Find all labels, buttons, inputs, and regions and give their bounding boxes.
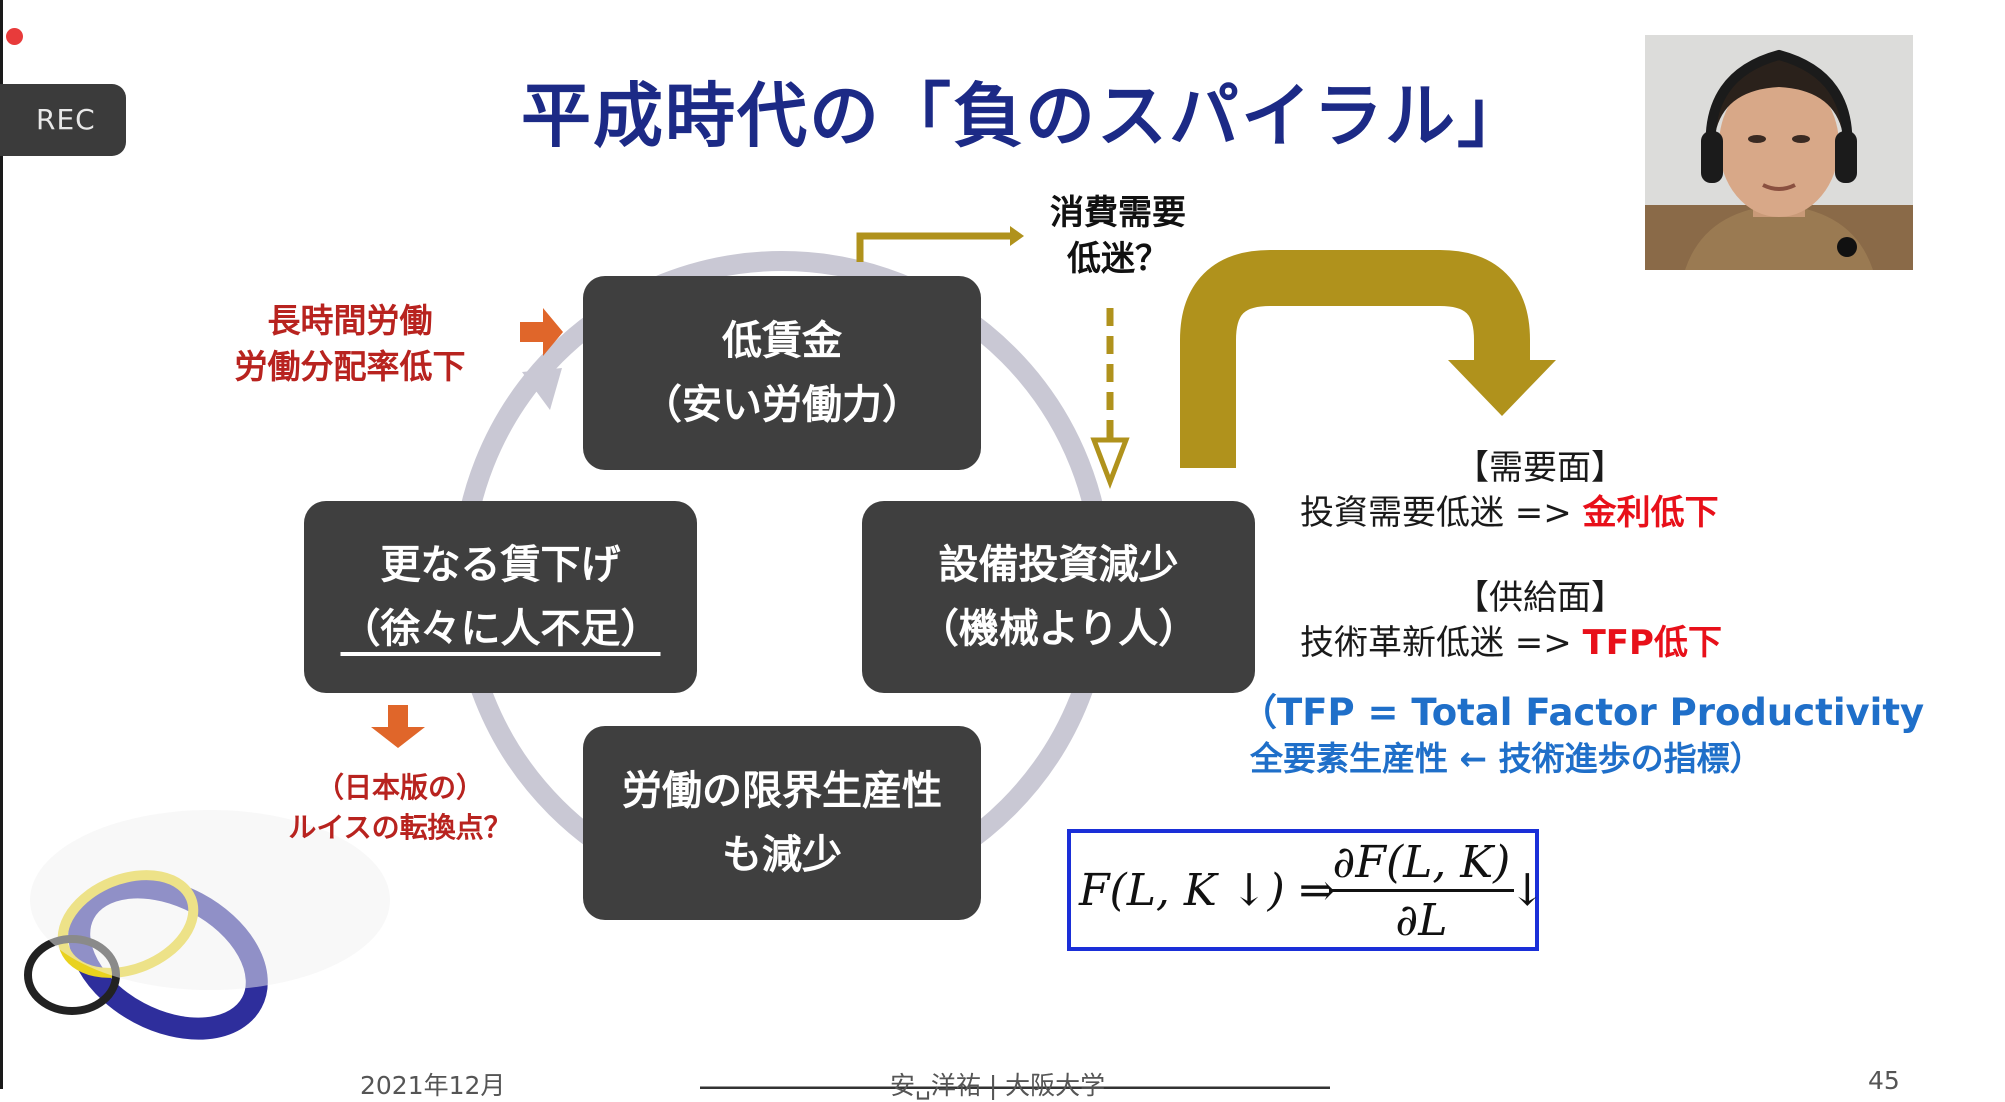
- note-lewis-turning-point: （日本版の） ルイスの転換点？: [260, 768, 540, 848]
- formula-box: F(L, K ↓) ⇒ ∂F(L, K) ∂L ↓: [1067, 829, 1546, 951]
- cycle-box-line1: 更なる賃下げ: [380, 542, 621, 588]
- note-line2: 労働分配率低下: [234, 347, 466, 386]
- big-gold-arrow: [1180, 250, 1530, 468]
- demand-text: 投資需要低迷 =>: [1300, 493, 1572, 533]
- cycle-box-low-wages: 低賃金 （安い労働力）: [583, 276, 981, 470]
- note-line1: （日本版の）: [315, 771, 484, 804]
- formula-denominator: ∂L: [1395, 895, 1448, 946]
- consumption-demand-label: 消費需要 低迷？: [1028, 190, 1208, 282]
- ring-arrowhead-icon: [522, 368, 562, 410]
- note-line2: ルイスの転換点？: [288, 811, 512, 844]
- tfp-line2: 全要素生産性 ← 技術進歩の指標）: [1250, 739, 1763, 778]
- logo-shadow: [30, 810, 390, 990]
- footer-page-number: 45: [1868, 1066, 1900, 1095]
- cycle-box-line1: 労働の限界生産性: [622, 768, 942, 814]
- orange-arrow-down-icon: [371, 705, 425, 748]
- cycle-box-further-wage-cut: 更なる賃下げ （徐々に人不足）: [304, 501, 697, 693]
- cycle-box-line1: 低賃金: [722, 318, 842, 364]
- footer-date: 2021年12月: [360, 1071, 506, 1100]
- recording-indicator[interactable]: REC: [0, 84, 126, 156]
- cycle-box-line2: （機械より人）: [918, 606, 1199, 652]
- formula-numerator: ∂F(L, K): [1329, 837, 1514, 892]
- supply-result: TFP低下: [1582, 623, 1722, 663]
- tfp-note: （TFP = Total Factor Productivity 全要素生産性 …: [1240, 690, 1924, 782]
- note-long-hours: 長時間労働 労働分配率低下: [200, 298, 500, 390]
- big-gold-arrowhead-icon: [1448, 360, 1556, 416]
- supply-text: 技術革新低迷 =>: [1300, 623, 1572, 663]
- rec-label: REC: [36, 103, 96, 136]
- cycle-box-line2: （安い労働力）: [642, 382, 922, 428]
- supply-heading: 【供給面】: [1455, 578, 1625, 618]
- formula-lhs: F(L, K ↓) ⇒: [1079, 865, 1336, 916]
- slide-title: 平成時代の「負のスパイラル」: [521, 75, 1529, 157]
- consumption-line1: 消費需要: [1050, 193, 1186, 233]
- note-line1: 長時間労働: [267, 301, 433, 340]
- gold-dashed-arrowhead-icon: [1090, 437, 1130, 490]
- demand-result: 金利低下: [1582, 493, 1719, 533]
- cycle-box-line2: も減少: [722, 832, 842, 878]
- gold-elbow-arrowhead-icon: [1010, 226, 1024, 246]
- cycle-box-capex-decline: 設備投資減少 （機械より人）: [862, 501, 1255, 693]
- supply-line: 技術革新低迷 => TFP低下: [1300, 615, 1722, 664]
- formula-down-arrow: ↓: [1509, 865, 1546, 916]
- webcam-video[interactable]: [1645, 35, 1913, 270]
- window-left-edge: [0, 0, 3, 1089]
- consumption-line2: 低迷？: [1067, 239, 1169, 279]
- cycle-box-marginal-productivity: 労働の限界生産性 も減少: [583, 726, 981, 920]
- tfp-line1: （TFP = Total Factor Productivity: [1240, 691, 1925, 734]
- cycle-box-line2: （徐々に人不足）: [340, 606, 661, 652]
- gold-elbow-arrow: [856, 232, 1012, 262]
- demand-heading: 【需要面】: [1455, 448, 1625, 488]
- presenter-avatar-icon: [1645, 35, 1913, 270]
- demand-line: 投資需要低迷 => 金利低下: [1300, 485, 1719, 534]
- footer-author: 安␣洋祐 | 大阪大学: [890, 1071, 1106, 1100]
- cycle-box-line1: 設備投資減少: [938, 542, 1179, 588]
- record-dot-icon: [6, 28, 23, 45]
- orange-arrow-right-icon: [520, 308, 563, 356]
